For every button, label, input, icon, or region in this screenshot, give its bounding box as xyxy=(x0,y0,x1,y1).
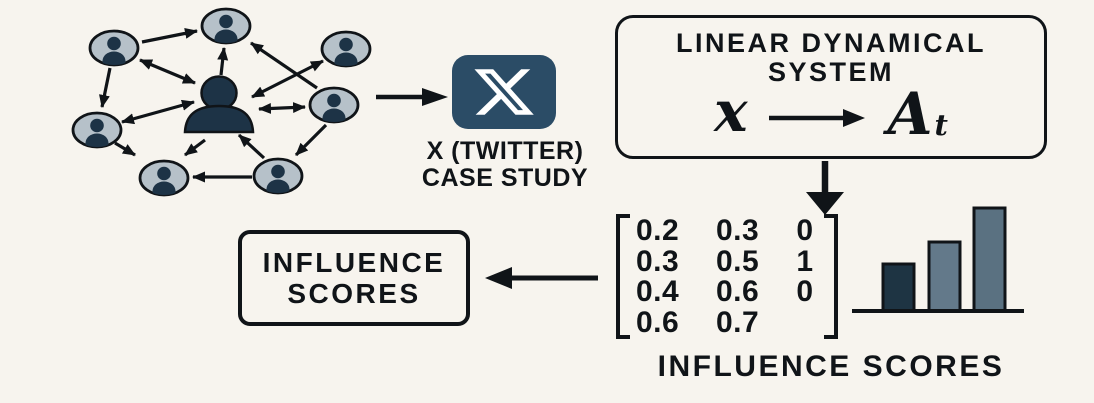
matrix-cell: 1 xyxy=(796,244,814,278)
formula-subscript-t: t xyxy=(934,108,948,142)
x-caption-line1: X (TWITTER) xyxy=(426,137,584,165)
matrix-cell: 0.4 xyxy=(636,275,680,309)
bar-chart-icon xyxy=(852,206,1024,313)
bar-1 xyxy=(881,262,916,313)
central-user-icon xyxy=(183,75,255,134)
user-avatar xyxy=(254,159,302,199)
user-avatar xyxy=(310,88,358,128)
matrix-cell: 0 xyxy=(796,214,814,247)
social-network-graph xyxy=(73,9,370,201)
matrix-cell: 0.7 xyxy=(716,305,760,339)
user-avatar xyxy=(140,161,188,201)
matrix-cell: 0.3 xyxy=(636,244,680,278)
matrix-cell: 0 xyxy=(796,275,814,309)
x-twitter-logo-icon xyxy=(474,69,534,115)
matrix-bracket-right xyxy=(824,214,838,339)
influence-box-line1: INFLUENCE xyxy=(262,247,446,278)
caption-influence-scores: INFLUENCE SCORES xyxy=(657,350,1005,383)
lds-title-line2: SYSTEM xyxy=(767,57,895,87)
user-avatar xyxy=(202,9,250,49)
lds-title-line1: LINEAR DYNAMICAL xyxy=(676,28,986,58)
formula-x: x xyxy=(714,79,748,145)
influence-box-line2: SCORES xyxy=(287,278,421,309)
arrow-network-to-x xyxy=(376,88,448,106)
matrix-cell: 0.2 xyxy=(636,214,680,247)
x-caption-line2: CASE STUDY xyxy=(421,164,589,192)
arrow-matrix-to-influence-box xyxy=(485,267,598,289)
formula-arrow-icon xyxy=(769,109,866,127)
formula-A: A xyxy=(887,80,933,148)
x-logo xyxy=(452,55,556,129)
matrix-cell xyxy=(792,308,818,337)
matrix-cell: 0.6 xyxy=(636,305,680,339)
influence-scores-box: INFLUENCE SCORES xyxy=(238,230,470,326)
matrix-bracket-left xyxy=(616,214,630,339)
lds-title: LINEAR DYNAMICAL SYSTEM xyxy=(676,29,986,87)
matrix-cell: 0.6 xyxy=(716,275,760,309)
user-avatar xyxy=(90,31,138,71)
arrow-lds-to-matrix xyxy=(806,161,844,215)
bar-2 xyxy=(927,240,962,313)
network-edges xyxy=(99,27,328,183)
user-avatar xyxy=(73,113,121,153)
x-case-study-caption: X (TWITTER) CASE STUDY xyxy=(405,138,605,192)
bar-3 xyxy=(972,206,1007,313)
matrix-cell: 0.5 xyxy=(716,244,760,278)
user-avatar xyxy=(322,32,370,72)
matrix-cell: 0.3 xyxy=(716,214,760,247)
